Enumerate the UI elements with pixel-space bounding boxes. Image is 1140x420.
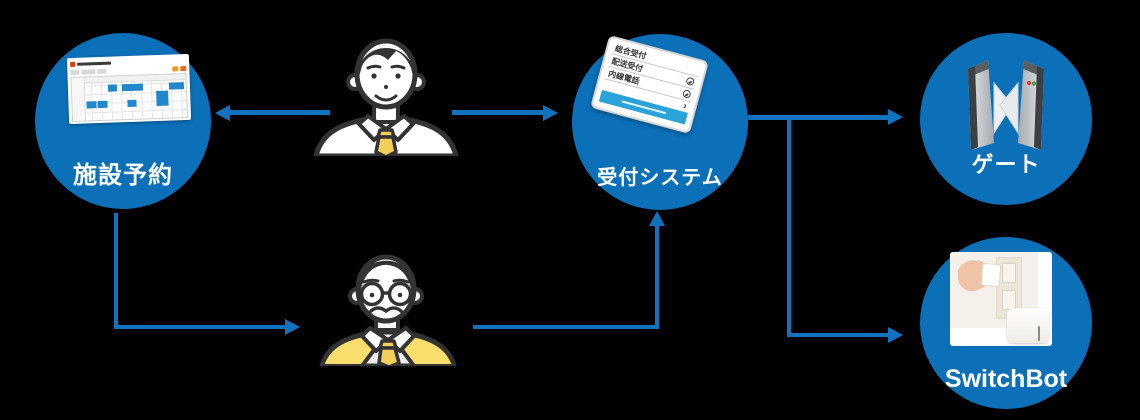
booking-block — [121, 83, 144, 92]
booking-block — [86, 101, 97, 109]
visitor-person-illustration — [313, 38, 459, 156]
toolbar-orange-button — [180, 65, 187, 72]
toolbar-button — [70, 69, 80, 75]
reservation-timetable-grid — [70, 72, 189, 123]
toolbar-orange-button — [172, 66, 179, 72]
mustache — [369, 306, 403, 314]
node-reception-system: 総合受付 配送受付 内線電話 › 受付システム — [572, 34, 748, 210]
phone-icon — [681, 89, 692, 99]
gate-red-indicator — [1026, 80, 1032, 86]
booking-block — [127, 99, 137, 108]
switchbot-product-photo — [950, 252, 1052, 346]
toolbar-button — [81, 69, 96, 75]
booking-block — [168, 82, 185, 90]
switchbot-label: SwitchBot — [944, 365, 1068, 393]
reception-system-label: 受付システム — [597, 167, 723, 189]
security-gate-image — [968, 60, 1044, 150]
app-title-placeholder — [77, 61, 112, 66]
reception-tablet: 総合受付 配送受付 内線電話 › — [590, 34, 709, 135]
elder-person-illustration — [319, 254, 457, 366]
switchbot-bot-device — [1007, 308, 1049, 343]
app-logo-icon — [70, 61, 76, 67]
facility-reservation-label: 施設予約 — [73, 162, 173, 189]
booking-block — [97, 100, 108, 109]
node-switchbot: SwitchBot — [920, 237, 1092, 409]
timetable-room-column — [71, 77, 87, 121]
node-gate: ゲート — [920, 33, 1092, 205]
gray-hair — [356, 260, 416, 296]
chevron-right-icon: › — [681, 100, 688, 113]
booking-block — [156, 90, 169, 107]
gate-green-indicator — [1031, 81, 1037, 86]
switch-rocker — [1002, 263, 1016, 283]
toolbar-button — [97, 69, 107, 74]
gate-label: ゲート — [971, 152, 1041, 177]
phone-icon — [685, 76, 696, 87]
node-facility-reservation: 施設予約 — [35, 33, 211, 209]
reservation-schedule-screenshot — [66, 53, 192, 125]
booking-block — [107, 84, 118, 92]
hand-pressing-device — [958, 260, 1002, 292]
